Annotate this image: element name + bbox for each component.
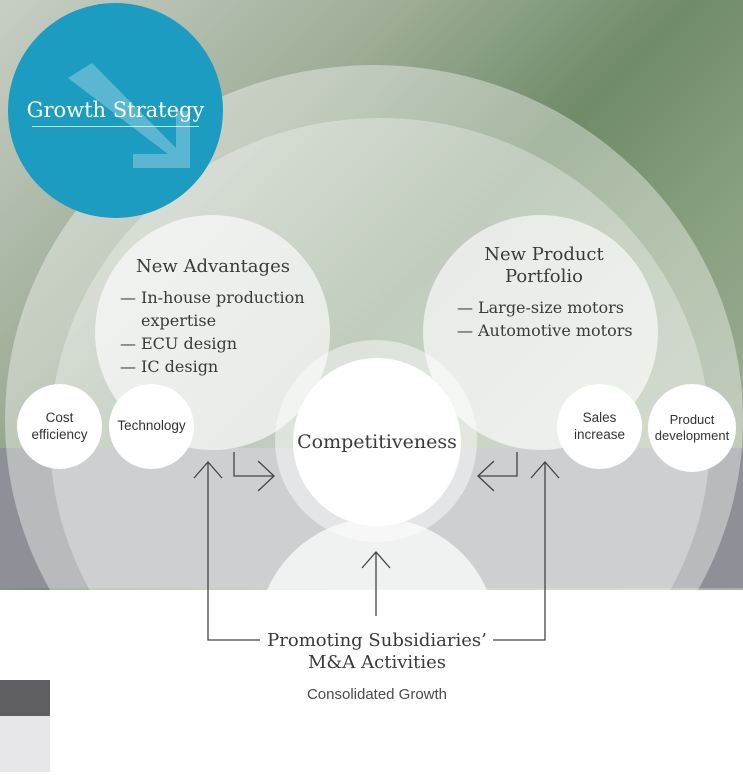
product-development-circle: Product development (648, 384, 736, 472)
subsidiaries-to-technology-arrowhead (193, 461, 223, 479)
new-product-portfolio-list: Large-size motors Automotive motors (457, 296, 657, 342)
portfolio-to-center-arrow (478, 452, 518, 477)
advantage-item: ECU design (120, 332, 320, 355)
new-advantages-title: New Advantages (136, 256, 290, 277)
light-stripe (0, 716, 50, 772)
portfolio-to-center-arrowhead (477, 460, 495, 492)
new-advantages-list: In-house production expertise ECU design… (120, 286, 320, 378)
subsidiaries-title: Promoting Subsidiaries’ M&A Activities (267, 630, 487, 673)
growth-strategy-title: Growth Strategy (26, 98, 205, 122)
cost-efficiency-label: Cost efficiency (31, 410, 88, 442)
cost-efficiency-circle: Cost efficiency (17, 384, 102, 469)
advantages-to-center-arrowhead (257, 460, 275, 492)
portfolio-item: Large-size motors (457, 296, 657, 319)
competitiveness-circle: Competitiveness (293, 358, 461, 526)
sales-increase-circle: Sales increase (557, 384, 642, 469)
subsidiaries-subtitle: Consolidated Growth (306, 686, 448, 703)
subsidiaries-to-sales-line (493, 462, 546, 641)
advantage-item: IC design (120, 355, 320, 378)
growth-strategy-underline (32, 126, 199, 127)
dark-stripe (0, 680, 50, 716)
advantages-to-center-arrow (233, 452, 274, 477)
subsidiaries-circle (257, 518, 497, 758)
advantage-item: In-house production expertise (120, 286, 320, 332)
arrow-down-right-icon (68, 63, 190, 168)
subsidiaries-to-sales-arrowhead (530, 461, 560, 479)
product-development-label: Product development (654, 412, 730, 443)
technology-circle: Technology (109, 384, 194, 469)
sales-increase-label: Sales increase (573, 410, 626, 442)
growth-strategy-badge: Growth Strategy (8, 3, 223, 218)
technology-label: Technology (117, 418, 186, 434)
competitiveness-label: Competitiveness (297, 431, 457, 453)
subsidiaries-to-center-arrowhead (361, 551, 391, 569)
subsidiaries-to-technology-line (207, 462, 260, 641)
new-product-portfolio-title: New Product Portfolio (484, 244, 604, 287)
portfolio-item: Automotive motors (457, 319, 657, 342)
